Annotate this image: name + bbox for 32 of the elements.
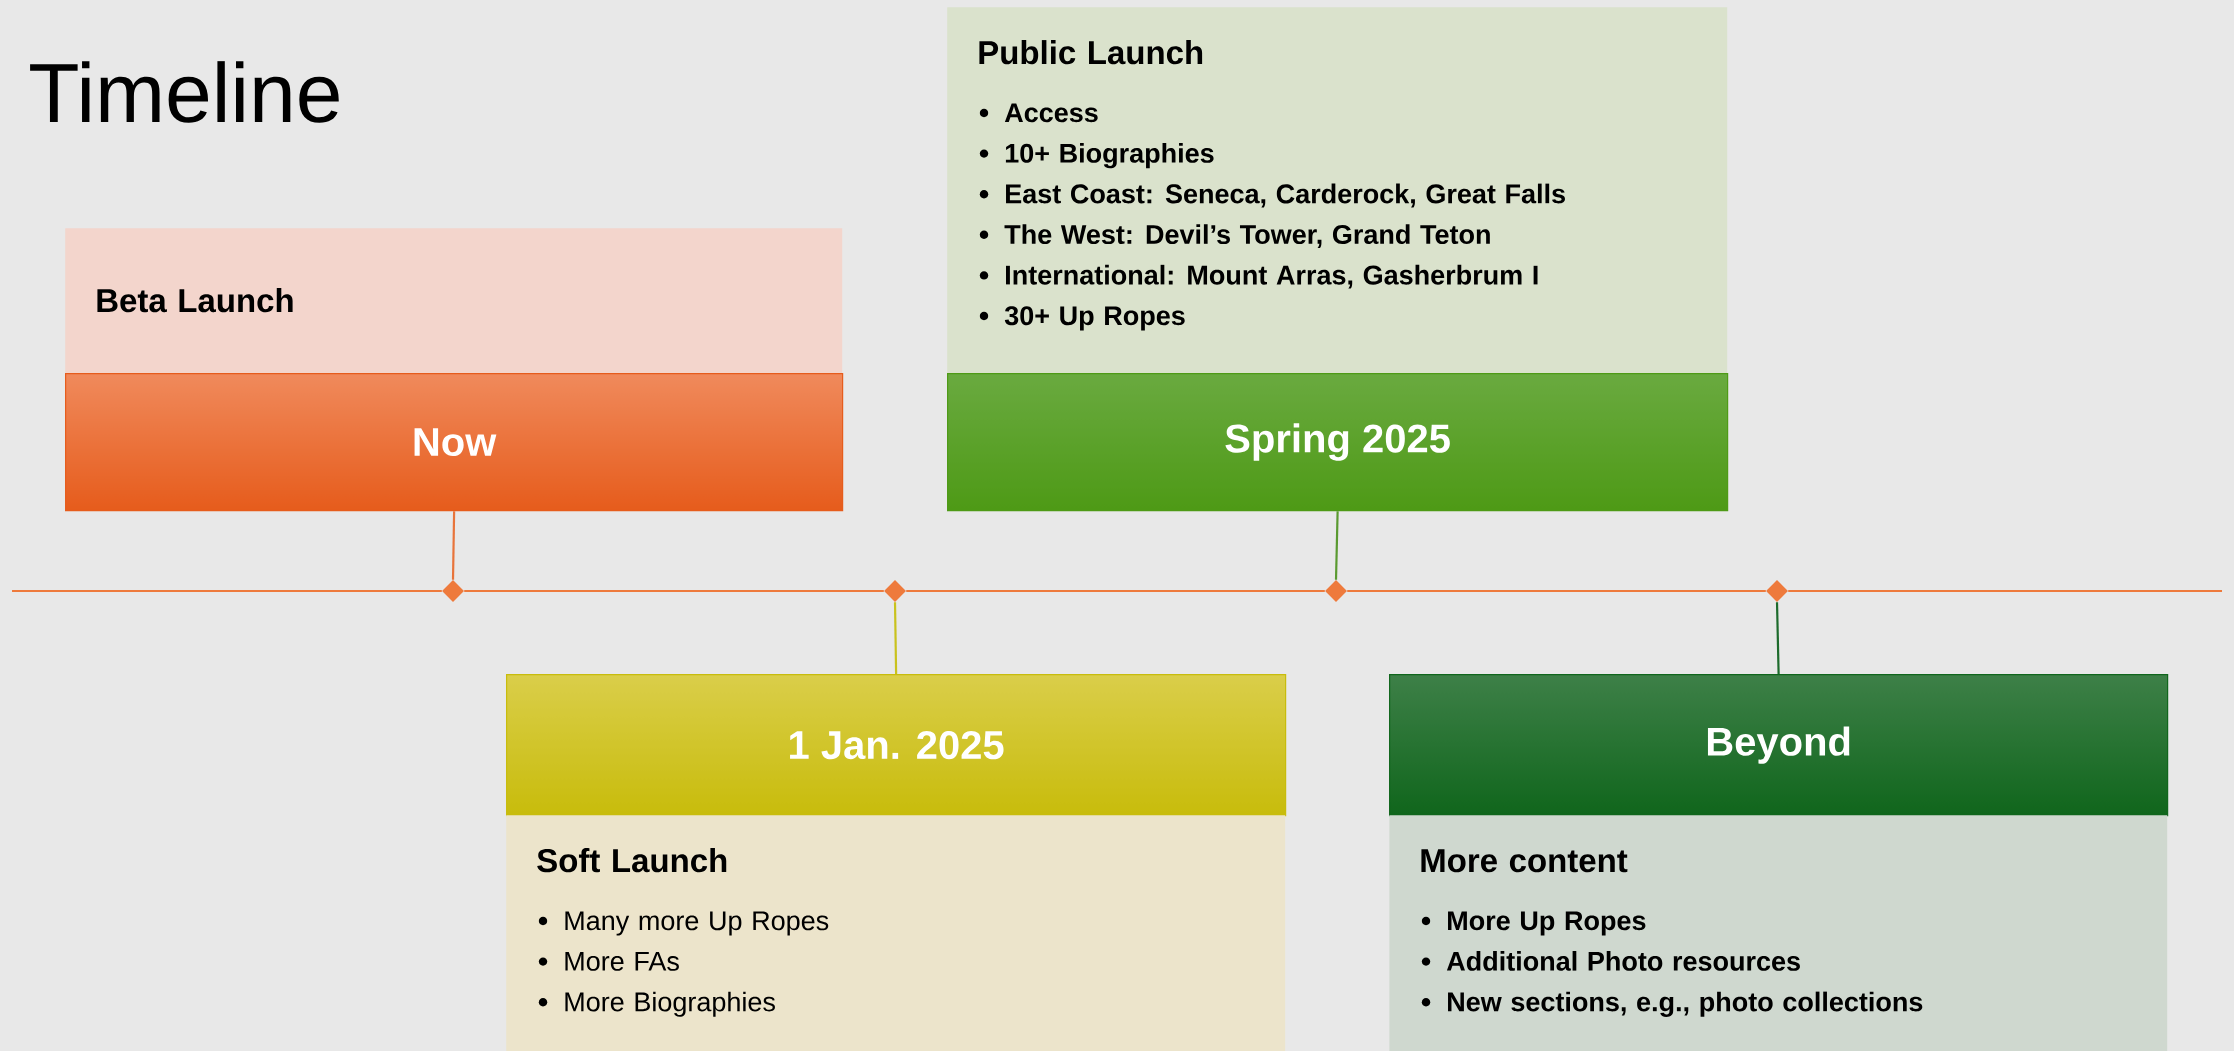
bullet-item: Access (1004, 103, 1098, 123)
bullet-item: 10+ Biographies (1005, 143, 1214, 169)
connector-line (451, 511, 456, 580)
connector-line (906, 589, 1325, 593)
bullet-item: More FAs (565, 952, 679, 971)
timeline-marker (884, 580, 906, 602)
connector-line (1347, 589, 1766, 593)
connector-line (1775, 602, 1780, 675)
timeline-marker (1766, 580, 1788, 602)
bullet-item: Additional Photo resources (1446, 951, 1800, 971)
timeline-marker (1325, 580, 1347, 602)
connector-line (1334, 511, 1339, 580)
card-heading: Soft Launch (537, 848, 727, 873)
bullet-item: East Coast: Seneca, Carderock, Great Falls (1006, 183, 1565, 208)
connector-line (893, 602, 898, 674)
date-bar: 1 Jan. 2025 (506, 674, 1287, 817)
card-heading: Beta Launch (97, 288, 293, 313)
bullet-item: 30+ Up Ropes (1004, 306, 1185, 331)
date-bar: Beyond (1389, 674, 2169, 817)
date-bar: Now (65, 373, 844, 512)
timeline-marker (442, 580, 464, 602)
date-bar: Spring 2025 (947, 373, 1729, 512)
card-heading: More content (1421, 849, 1628, 873)
slide-title: Timeline (30, 61, 339, 123)
bullet-item: More Up Ropes (1448, 911, 1646, 936)
bullet-item: Many more Up Ropes (565, 911, 829, 936)
bullet-item: International: Mount Arras, Gasherbrum I (1006, 264, 1538, 289)
card-heading: Public Launch (979, 40, 1203, 65)
bullet-item: More Biographies (565, 991, 775, 1017)
bullet-item: The West: Devil’s Tower, Grand Teton (1004, 224, 1490, 248)
connector-line (464, 589, 884, 593)
bullet-item: New sections, e.g., photo collections (1448, 991, 1923, 1017)
